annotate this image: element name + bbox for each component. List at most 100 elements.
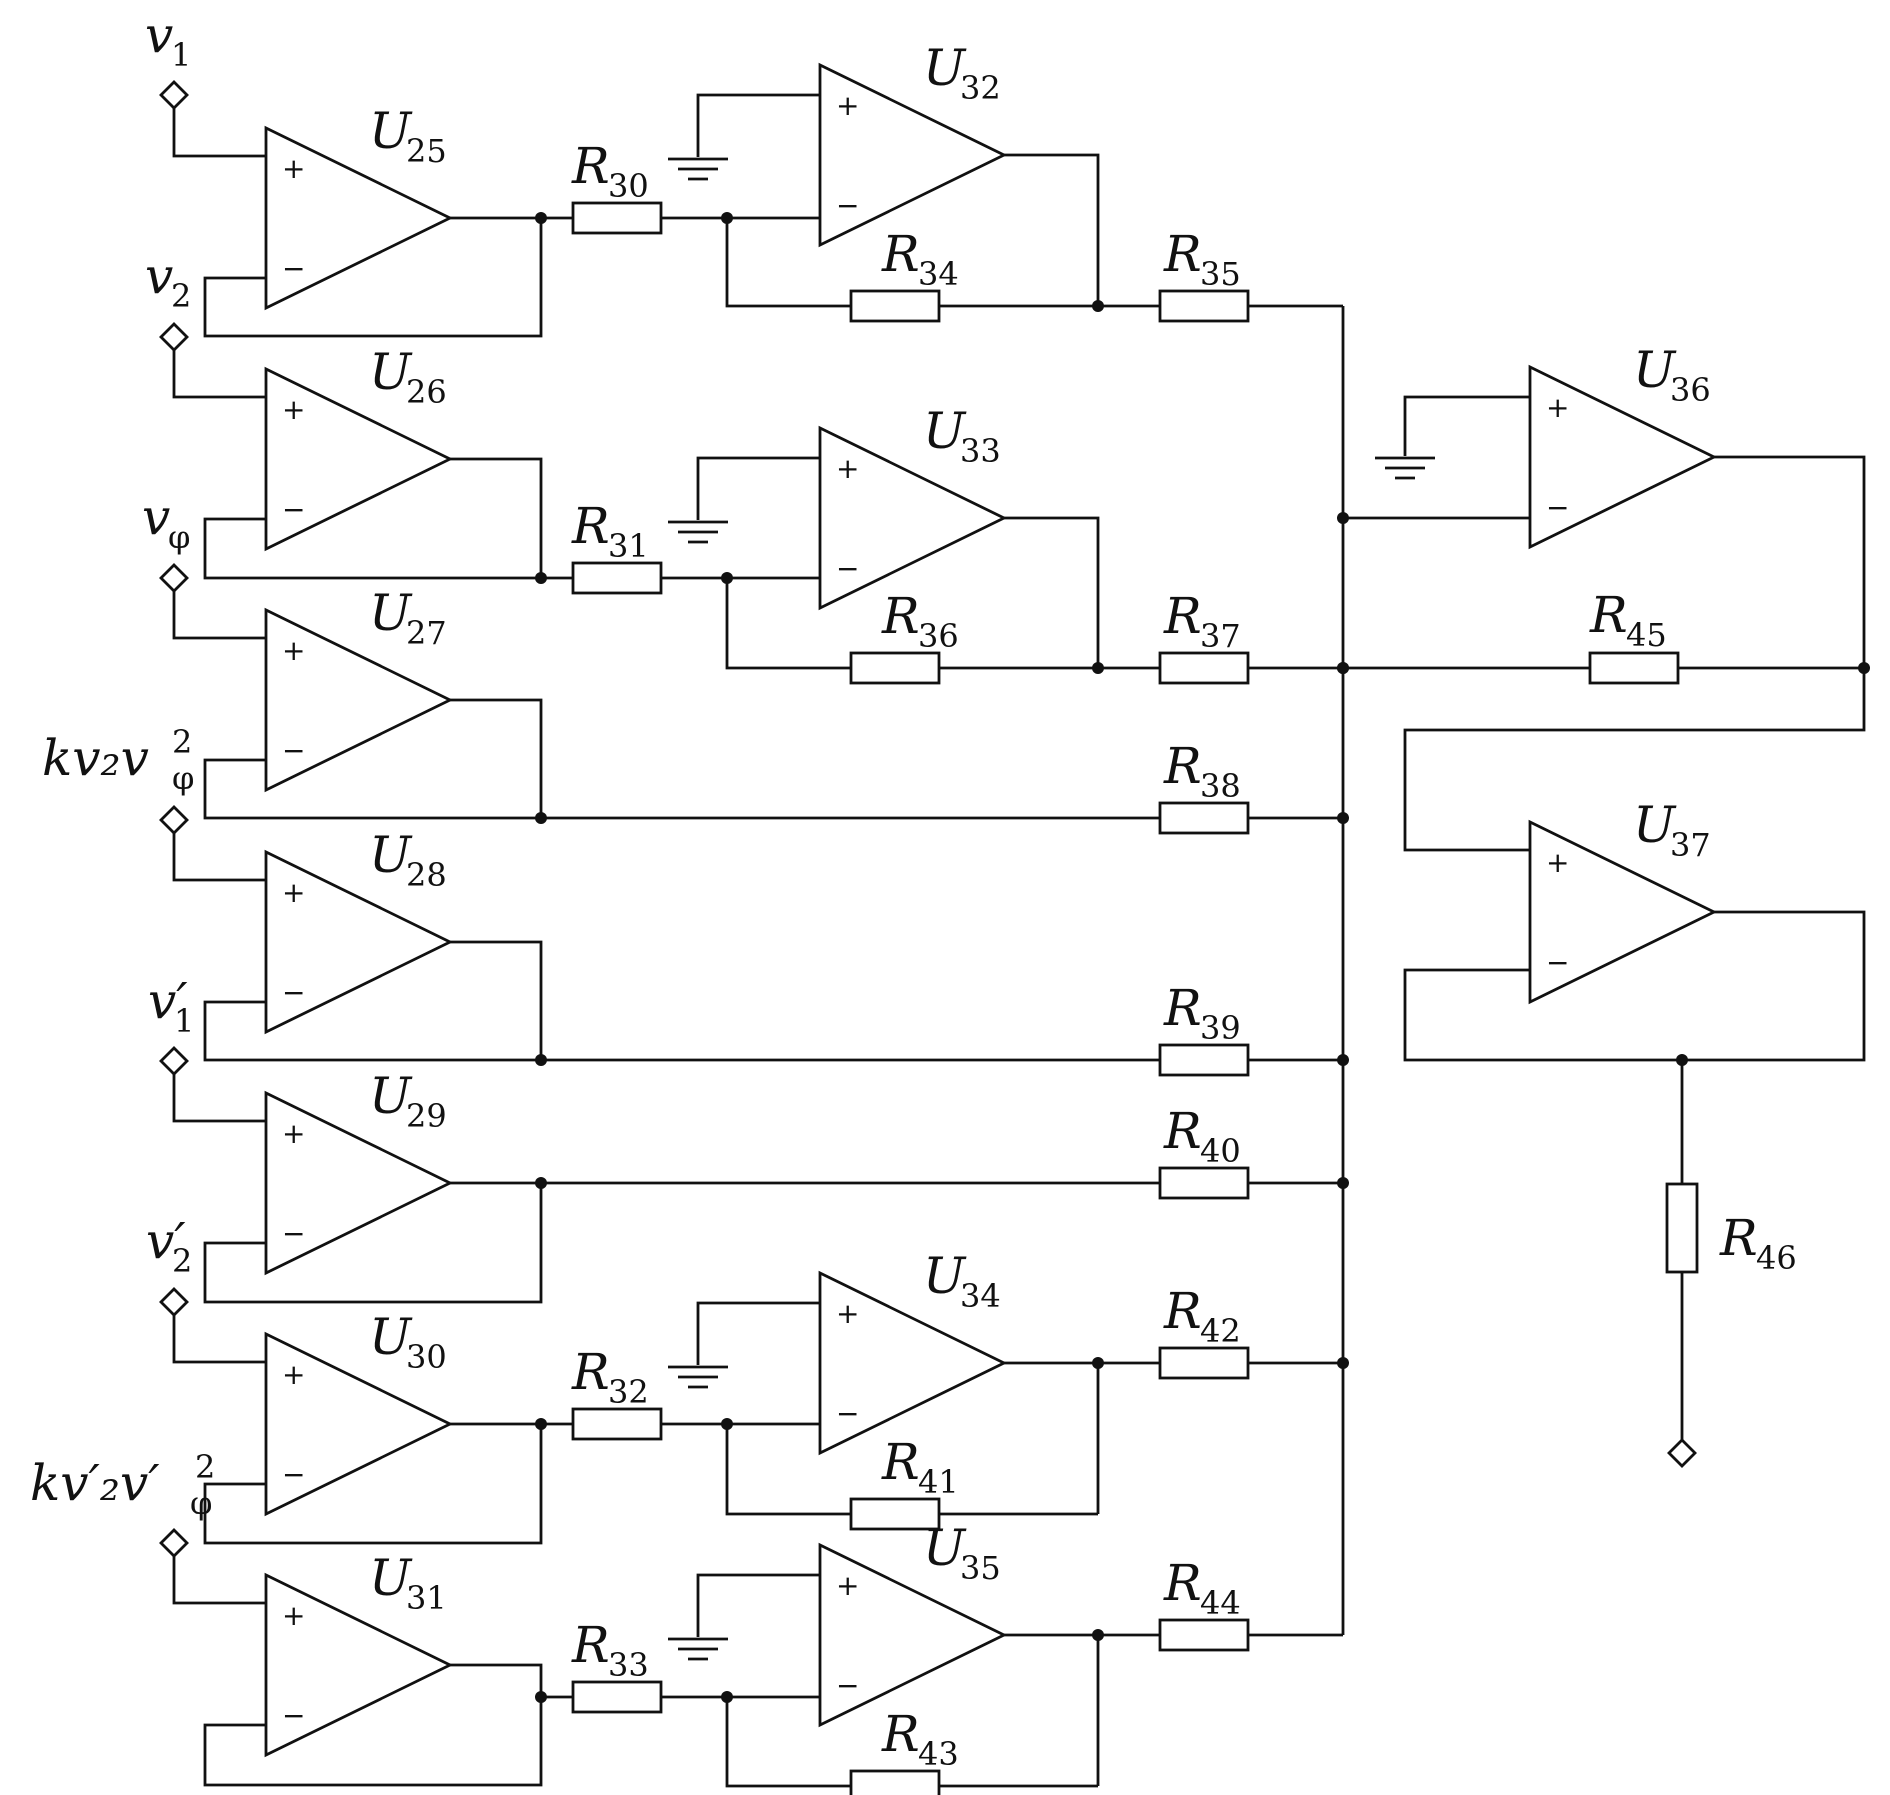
resistor-r39 <box>1158 1043 1250 1077</box>
plus-sign: + <box>282 152 305 185</box>
opamp-u31 <box>264 1572 454 1758</box>
opamp-label: U <box>1633 341 1677 399</box>
plus-sign: + <box>282 1358 305 1391</box>
resistor-label-sub: 40 <box>1200 1132 1241 1170</box>
opamp-label: U <box>369 1067 413 1125</box>
plus-sign: + <box>282 876 305 909</box>
junction-dot <box>535 1691 547 1703</box>
opamp-label: U <box>369 102 413 160</box>
plus-sign: + <box>1546 846 1569 879</box>
resistor-label-sub: 44 <box>1200 1584 1241 1622</box>
wire <box>1004 1633 1100 1786</box>
input-terminal <box>159 80 189 110</box>
opamp-label: U <box>1633 796 1677 854</box>
input-terminal <box>159 563 189 593</box>
minus-sign: − <box>282 1699 305 1732</box>
resistor-label: R <box>881 1433 920 1491</box>
plus-sign: + <box>282 1117 305 1150</box>
resistor-label: R <box>1163 1554 1202 1612</box>
resistor-r35 <box>1158 289 1250 323</box>
resistor-label: R <box>571 1343 610 1401</box>
resistor-label-sub: 36 <box>918 617 959 655</box>
junction-dot <box>721 1691 733 1703</box>
minus-sign: − <box>282 976 305 1009</box>
wire <box>1714 455 1866 668</box>
junction-dot <box>1337 1357 1349 1369</box>
feedback-wire <box>203 698 543 820</box>
resistor-r33 <box>571 1680 663 1714</box>
opamp-label-sub: 36 <box>1670 371 1711 409</box>
opamp-label: U <box>923 1247 967 1305</box>
wire <box>696 1301 820 1365</box>
input-label: v′ <box>148 972 188 1030</box>
wire <box>1403 910 1866 1062</box>
opamp-u30 <box>264 1331 454 1517</box>
opamp-u25 <box>264 125 454 311</box>
minus-sign: − <box>282 1458 305 1491</box>
wire <box>696 456 820 520</box>
input-label: v <box>145 247 173 305</box>
minus-sign: − <box>282 1217 305 1250</box>
minus-sign: − <box>282 493 305 526</box>
opamp-label-sub: 32 <box>960 69 1001 107</box>
resistor-label: R <box>881 587 920 645</box>
junction-dot <box>535 572 547 584</box>
input-wire <box>172 833 266 882</box>
junction-dot <box>535 1418 547 1430</box>
resistor-label-sub: 46 <box>1756 1239 1797 1277</box>
opamp-label: U <box>369 826 413 884</box>
junction-dot <box>1092 1629 1104 1641</box>
input-terminal <box>159 805 189 835</box>
input-terminal <box>1667 1438 1697 1468</box>
opamp-label: U <box>923 39 967 97</box>
resistor-label: R <box>1589 586 1628 644</box>
resistor-r31 <box>571 561 663 595</box>
opamp-u36 <box>1528 364 1718 550</box>
wire <box>696 93 820 157</box>
input-wire <box>172 108 266 158</box>
junction-dot <box>721 1418 733 1430</box>
wire <box>1403 395 1530 456</box>
junction-dot <box>1092 1357 1104 1369</box>
opamp-label: U <box>923 1519 967 1577</box>
wire <box>1403 668 1866 852</box>
input-terminal <box>159 1528 189 1558</box>
opamp-label: U <box>923 402 967 460</box>
input-label: kv₂v <box>42 729 149 787</box>
resistor-label: R <box>1163 225 1202 283</box>
resistor-label: R <box>1163 1282 1202 1340</box>
opamp-label-sub: 33 <box>960 432 1001 470</box>
resistor-r30 <box>571 201 663 235</box>
resistor-label-sub: 37 <box>1200 617 1241 655</box>
minus-sign: − <box>836 189 859 222</box>
resistor-label-sub: 45 <box>1626 616 1667 654</box>
input-label-sup: 2 <box>172 723 192 761</box>
input-label-sub: φ <box>190 1484 212 1522</box>
opamp-label: U <box>369 1549 413 1607</box>
wire <box>725 1424 850 1516</box>
feedback-wire <box>203 457 543 580</box>
resistor-r34 <box>849 289 941 323</box>
opamp-u37 <box>1528 819 1718 1005</box>
resistor-label-sub: 33 <box>608 1646 649 1684</box>
opamp-label-sub: 27 <box>406 614 447 652</box>
junction-dot <box>1337 812 1349 824</box>
junction-dot <box>721 212 733 224</box>
resistor-r43 <box>849 1769 941 1795</box>
resistor-r45 <box>1588 651 1680 685</box>
opamp-u35 <box>818 1542 1008 1728</box>
feedback-wire <box>203 216 543 338</box>
junction-dot <box>535 1177 547 1189</box>
junction-dot <box>1676 1054 1688 1066</box>
plus-sign: + <box>836 1569 859 1602</box>
opamp-u29 <box>264 1090 454 1276</box>
junction-dot <box>1337 662 1349 674</box>
opamp-label-sub: 26 <box>406 373 447 411</box>
junction-dot <box>721 572 733 584</box>
opamp-label-sub: 30 <box>406 1338 447 1376</box>
input-label: v <box>142 488 170 546</box>
wire <box>1004 516 1100 668</box>
input-terminal <box>159 1287 189 1317</box>
wire <box>725 1697 850 1788</box>
